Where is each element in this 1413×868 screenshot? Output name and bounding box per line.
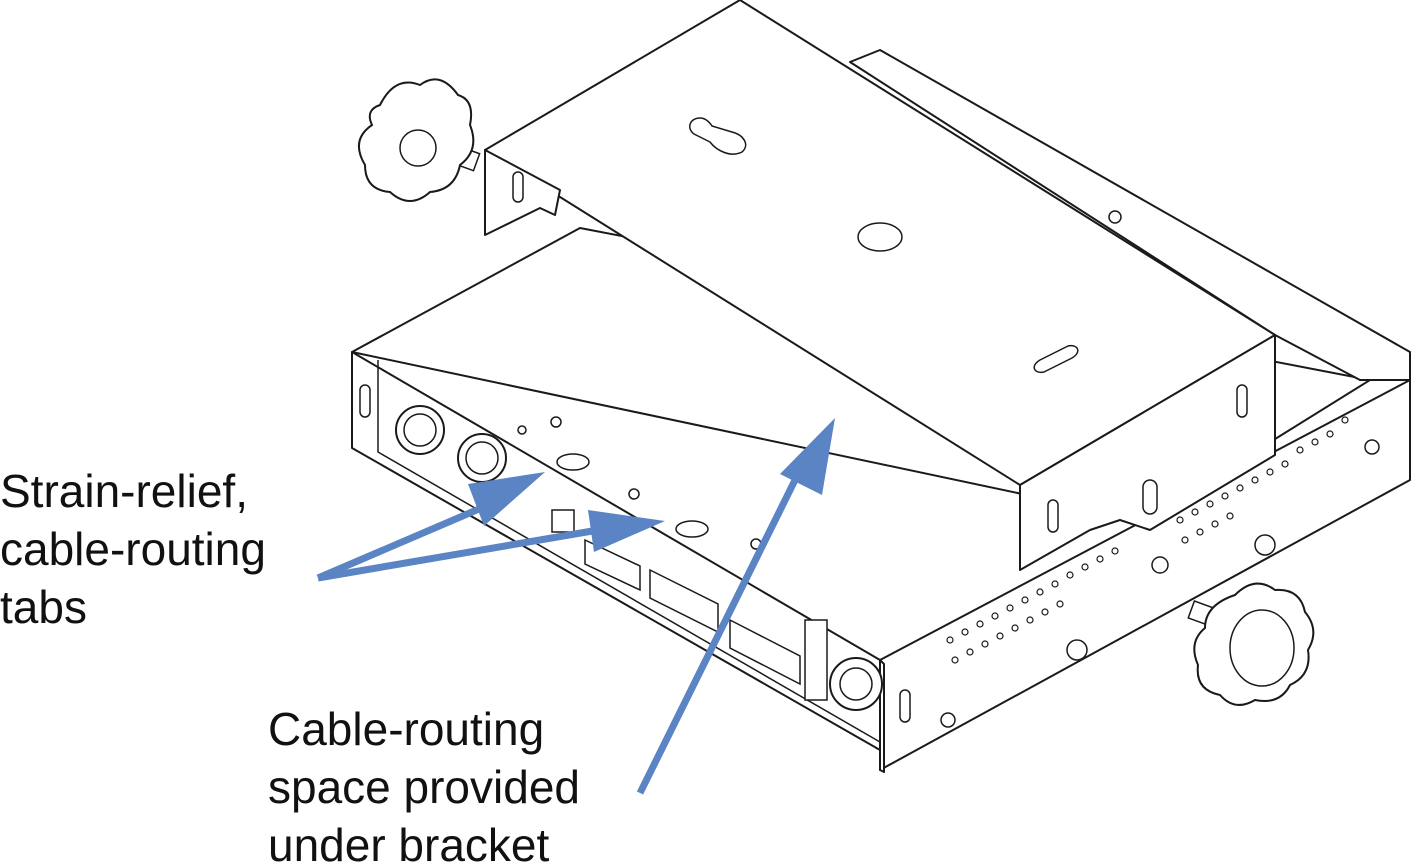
thumb-screw-knob-top — [357, 78, 481, 202]
arrow-cable-space — [636, 468, 804, 795]
front-panel-connectors — [359, 384, 1169, 723]
arrowhead-strain-relief-upper — [468, 472, 545, 526]
thumb-screw-knob-bottom — [1187, 582, 1315, 706]
arrow-strain-relief-upper — [316, 496, 502, 582]
strain-relief-callout-line-2: cable-routing — [0, 523, 266, 575]
strain-relief-callout-line-1: Strain-relief, — [0, 465, 248, 517]
ventilation-holes — [946, 416, 1349, 664]
chassis-screws — [940, 439, 1380, 728]
rj45-port — [551, 509, 575, 533]
arrowhead-cable-space — [780, 418, 835, 495]
power-slot — [804, 619, 828, 701]
terminal-block-1 — [584, 538, 641, 592]
strain-relief-callout: Strain-relief, cable-routing tabs — [0, 462, 266, 636]
strain-relief-callout-line-3: tabs — [0, 581, 87, 633]
cable-space-callout-line-3: under bracket — [268, 819, 550, 868]
cable-space-callout: Cable-routing space provided under brack… — [268, 700, 580, 868]
callout-arrows — [316, 418, 835, 795]
mounting-bracket — [484, 0, 1411, 571]
terminal-block-3 — [729, 618, 801, 686]
arrow-strain-relief-lower — [317, 524, 611, 582]
cable-space-callout-line-2: space provided — [268, 761, 580, 813]
arrowhead-strain-relief-lower — [588, 510, 665, 552]
cable-space-callout-line-1: Cable-routing — [268, 703, 545, 755]
